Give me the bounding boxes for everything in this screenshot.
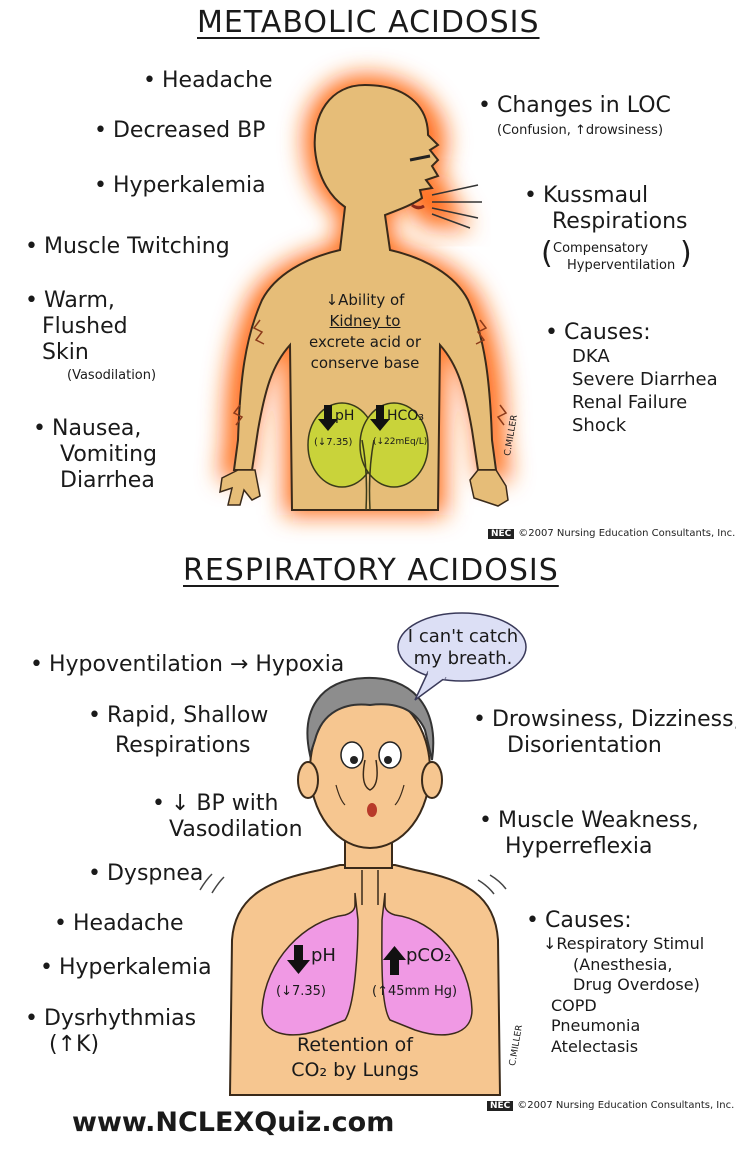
copyright-metabolic: NEC©2007 Nursing Education Consultants, … — [488, 528, 735, 539]
lung-pco2-label: pCO₂ — [406, 945, 452, 966]
down-arrow-icon — [318, 405, 338, 431]
paren-close: ) — [680, 236, 692, 271]
symptom-kussmaul: •Kussmaul Respirations — [524, 183, 688, 234]
down-arrow-icon — [370, 405, 390, 431]
lung-ph-value: (↓7.35) — [276, 984, 326, 999]
symptom-hypoventilation: •Hypoventilation → Hypoxia — [30, 652, 345, 677]
kidney-hco3-value: (↓22mEq/L) — [373, 437, 428, 447]
symptom-drowsiness: •Drowsiness, Dizziness, Disorientation — [473, 707, 736, 758]
respiratory-figure — [199, 612, 527, 1096]
lung-ph-label: pH — [311, 945, 336, 966]
nec-logo: NEC — [488, 529, 515, 539]
note-vasodilation: (Vasodilation) — [67, 368, 157, 383]
lung-pco2-value: (↑45mm Hg) — [372, 984, 458, 999]
nec-logo: NEC — [487, 1101, 514, 1111]
symptom-dysrhythmias: •Dysrhythmias (↑K) — [25, 1006, 197, 1057]
symptom-hyperkalemia: •Hyperkalemia — [94, 173, 266, 198]
symptom-loc: •Changes in LOC — [478, 93, 671, 118]
copyright-respiratory: NEC©2007 Nursing Education Consultants, … — [487, 1100, 734, 1111]
symptom-warm-skin: •Warm, Flushed Skin — [25, 288, 128, 365]
kidney-ph-value: (↓7.35) — [314, 437, 353, 448]
symptom-muscle-twitching: •Muscle Twitching — [25, 234, 230, 259]
symptom-headache: •Headache — [143, 68, 273, 93]
kidney-hco3-label: HCO₃ — [387, 408, 424, 424]
metabolic-causes-list: DKA Severe Diarrhea Renal Failure Shock — [572, 346, 718, 436]
metabolic-causes-label: •Causes: — [545, 320, 651, 345]
speech-bubble-text: I can't catch my breath. — [407, 626, 519, 669]
symptom-headache-resp: •Headache — [54, 911, 184, 936]
respiratory-causes-list: ↓Respiratory Stimul (Anesthesia, Drug Ov… — [543, 934, 705, 1056]
symptom-nausea: •Nausea, Vomiting Diarrhea — [33, 416, 157, 493]
up-arrow-icon — [383, 946, 406, 975]
kidney-text: ↓Ability of Kidney to excrete acid or co… — [308, 291, 421, 372]
symptom-bp-vasodilation: •↓ BP with Vasodilation — [152, 791, 303, 842]
symptom-muscle-weakness: •Muscle Weakness, Hyperreflexia — [479, 808, 699, 859]
paren-open: ( — [541, 236, 553, 271]
kidney-ph-label: pH — [335, 408, 355, 424]
metabolic-title: METABOLIC ACIDOSIS — [197, 5, 540, 40]
website-link[interactable]: www.NCLEXQuiz.com — [72, 1107, 395, 1138]
note-loc: (Confusion, ↑drowsiness) — [497, 123, 664, 138]
symptom-hyperkalemia-resp: •Hyperkalemia — [40, 955, 212, 980]
note-kussmaul: Compensatory Hyperventilation — [553, 241, 676, 273]
metabolic-figure — [219, 75, 510, 515]
down-arrow-icon — [287, 945, 310, 974]
retention-text: Retention of CO₂ by Lungs — [291, 1034, 419, 1081]
symptom-decreased-bp: •Decreased BP — [94, 118, 266, 143]
respiratory-title: RESPIRATORY ACIDOSIS — [183, 553, 559, 588]
symptom-dyspnea: •Dyspnea — [88, 861, 204, 886]
respiratory-causes-label: •Causes: — [526, 908, 632, 933]
symptom-rapid-shallow: •Rapid, Shallow Respirations — [88, 703, 269, 758]
